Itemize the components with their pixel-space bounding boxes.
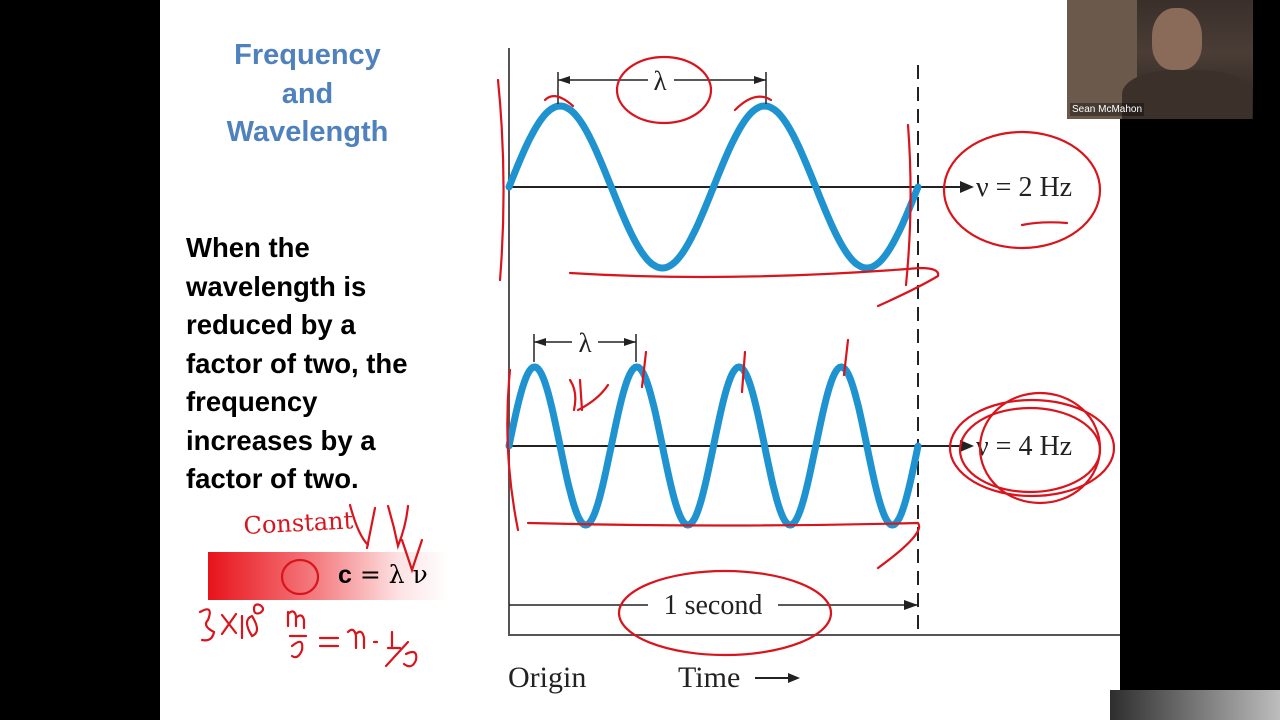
ink-underline-2hz — [1020, 221, 1069, 227]
one-second-arrowhead — [904, 600, 918, 610]
body-line: increases by a — [186, 424, 376, 456]
title-line: and — [281, 77, 334, 110]
wave1-axis-arrow — [960, 181, 974, 193]
ink-constant-text: Constant — [243, 506, 354, 540]
title-line: Wavelength — [226, 116, 389, 148]
ink-circle-1-second — [617, 569, 833, 657]
ink-circle-4hz — [948, 398, 1116, 498]
ink-bracket — [506, 368, 520, 532]
ink-equation — [288, 628, 418, 668]
corner-thumbnail[interactable] — [1110, 690, 1280, 720]
one-second-bg — [648, 586, 778, 620]
ink-circle-lambda — [615, 55, 713, 125]
ink-underline-wave1 — [568, 266, 940, 308]
webcam-person — [1122, 70, 1252, 119]
body-text: When the wavelength is reduced by a fact… — [186, 229, 466, 499]
wave2-frequency-label: ν = 4 Hz — [976, 431, 1072, 462]
ink-arrows — [348, 503, 424, 574]
body-line: When the — [186, 232, 310, 263]
body-line: reduced by a — [186, 309, 356, 340]
ink-crest-mark — [733, 95, 773, 112]
ink-circle-4hz — [958, 406, 1102, 494]
ink-equation — [198, 603, 306, 642]
time-arrowhead — [788, 673, 800, 683]
title-line: Frequency — [234, 39, 381, 71]
ink-circle-2hz — [942, 130, 1102, 250]
ink-bracket — [496, 78, 505, 282]
equation: c = λ ν — [338, 560, 428, 590]
slide: Frequency and Wavelength When the wavele… — [160, 0, 1120, 720]
wave2-lambda-arrowhead — [534, 338, 546, 346]
webcam-video[interactable]: Sean McMahon — [1067, 0, 1253, 119]
slide-title: Frequency and Wavelength — [200, 36, 415, 152]
wave1-frequency-label: ν = 2 Hz — [976, 172, 1072, 203]
origin-label: Origin — [508, 661, 586, 694]
wave-diagram: λ λ ν = 2 Hz ν = 4 Hz 1 second Origin Ti… — [198, 48, 1120, 694]
wave1-lambda-arrowhead — [754, 76, 766, 84]
body-line: frequency — [186, 386, 318, 417]
ink-circle-c — [280, 558, 320, 596]
one-second-label: 1 second — [664, 590, 763, 621]
wave1-sine — [505, 102, 922, 272]
wave2-sine — [505, 363, 922, 529]
time-label: Time — [678, 661, 740, 694]
equation-rest: = λ ν — [351, 560, 428, 589]
wave1-lambda-arrowhead — [558, 76, 570, 84]
ink-annotations: Constant — [198, 55, 1116, 668]
ink-crest-mark — [568, 378, 610, 412]
wave1-lambda: λ — [653, 66, 666, 96]
ink-crest-mark — [543, 95, 575, 108]
ink-underline-wave2 — [526, 521, 921, 570]
wave2-lambda: λ — [578, 328, 591, 358]
equation-c: c — [338, 561, 352, 589]
body-line: wavelength is — [186, 270, 367, 302]
webcam-name-label: Sean McMahon — [1070, 103, 1145, 116]
wave1-lambda-bg — [648, 64, 674, 94]
ink-crest-mark — [640, 338, 850, 394]
body-line: factor of two. — [186, 463, 359, 494]
ink-bracket — [904, 123, 912, 287]
webcam-person-head — [1152, 8, 1202, 70]
wave2-lambda-bg — [572, 326, 598, 356]
wave2-axis-arrow — [960, 440, 974, 452]
wave2-lambda-arrowhead — [624, 338, 636, 346]
body-line: factor of two, the — [186, 347, 408, 379]
